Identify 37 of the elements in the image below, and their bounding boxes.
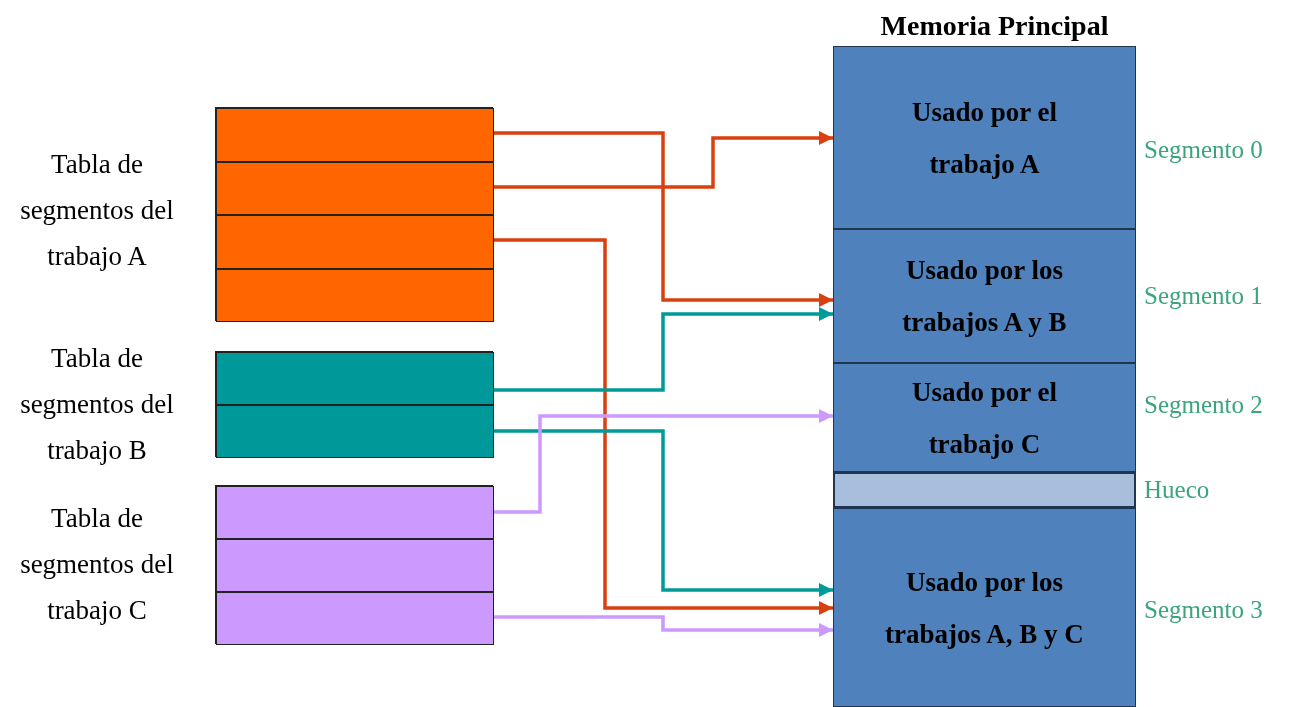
arrow [493, 615, 833, 637]
table-row [216, 592, 494, 645]
free-gap-bar [833, 472, 1136, 508]
table-row [216, 215, 494, 269]
arrow [493, 307, 833, 392]
table-label: Tabla de segmentos del trabajo A [19, 148, 175, 273]
segment-label: Segmento 1 [1144, 281, 1263, 311]
memory-title: Memoria Principal [879, 9, 1110, 43]
arrow [493, 409, 833, 514]
segment-text: Usado por el trabajo A [911, 95, 1058, 181]
table-label: Tabla de segmentos del trabajo C [19, 502, 175, 627]
table-row [216, 486, 494, 539]
arrow [493, 429, 833, 597]
segment-table [215, 107, 493, 321]
table-row [216, 161, 494, 215]
memory-segment [833, 363, 1136, 472]
segment-text: Usado por el trabajo C [911, 375, 1058, 461]
arrow [493, 238, 833, 615]
table-row [216, 268, 494, 322]
table-row [216, 539, 494, 592]
segment-table [215, 351, 493, 457]
table-row [216, 405, 494, 458]
segment-table [215, 485, 493, 644]
memory-segment [833, 46, 1136, 229]
segment-label: Segmento 3 [1144, 595, 1263, 625]
arrow [493, 131, 833, 307]
table-row [216, 352, 494, 405]
memory-segment [833, 229, 1136, 363]
segment-label: Hueco [1144, 475, 1210, 505]
memory-segment [833, 508, 1136, 707]
segment-label: Segmento 0 [1144, 135, 1263, 165]
segment-label: Segmento 2 [1144, 390, 1263, 420]
table-label: Tabla de segmentos del trabajo B [19, 342, 175, 467]
arrow [493, 131, 833, 189]
segment-text: Usado por los trabajos A y B [901, 254, 1068, 339]
table-row [216, 108, 494, 162]
segment-text: Usado por los trabajos A, B y C [884, 565, 1085, 651]
